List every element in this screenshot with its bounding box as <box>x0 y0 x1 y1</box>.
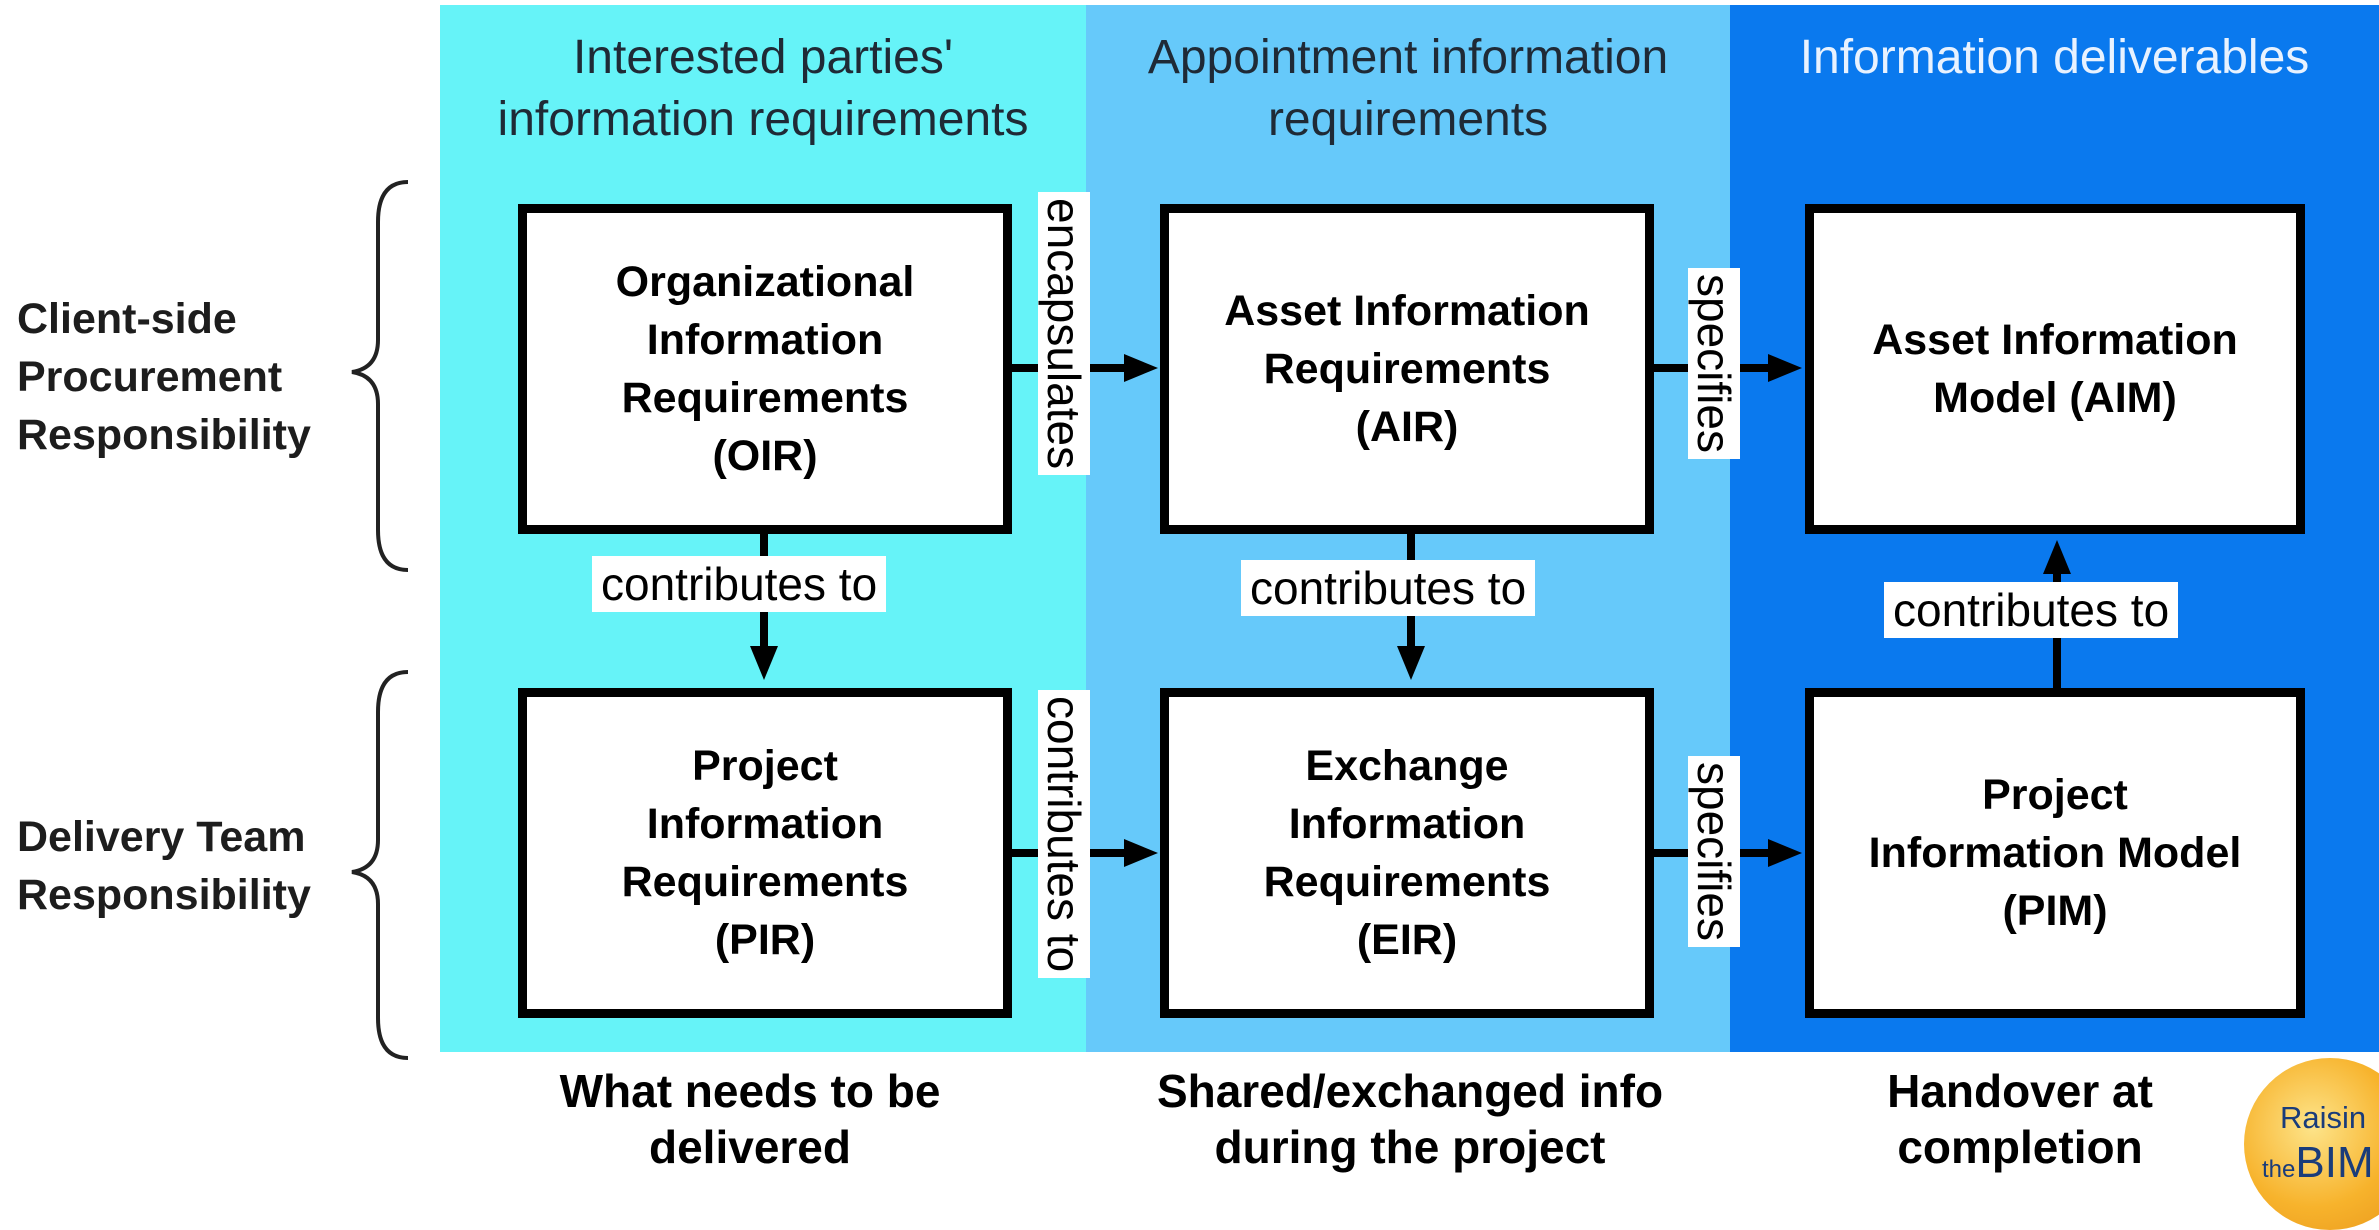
box-eir: Exchange Information Requirements (EIR) <box>1160 688 1654 1018</box>
box-air: Asset Information Requirements (AIR) <box>1160 204 1654 534</box>
box-air-label: Asset Information Requirements (AIR) <box>1224 287 1590 451</box>
label-oir-air: encapsulates <box>1038 192 1090 476</box>
logo-text-bim: BIM <box>2295 1138 2374 1187</box>
label-oir-pir: contributes to <box>592 556 887 612</box>
bracket-client <box>351 180 409 572</box>
bracket-delivery <box>351 670 409 1060</box>
box-aim-label: Asset Information Model (AIM) <box>1872 316 2238 422</box>
logo-text-line1: Raisin <box>2280 1100 2367 1135</box>
footer-col2: Shared/exchanged info during the project <box>1156 1065 1664 1173</box>
raising-the-bim-logo: Raisin theBIM <box>2244 1058 2379 1230</box>
footer-col3: Handover at completion <box>1887 1065 2153 1173</box>
box-pim: Project Information Model (PIM) <box>1805 688 2305 1018</box>
box-pir-label: Project Information Requirements (PIR) <box>621 742 909 964</box>
logo-text-small: the <box>2262 1156 2296 1183</box>
label-pir-eir: contributes to <box>1038 690 1090 979</box>
label-air-eir: contributes to <box>1241 560 1536 616</box>
box-pim-label: Project Information Model (PIM) <box>1868 771 2242 935</box>
logo-text-line2: theBIM <box>2262 1138 2374 1188</box>
box-pir: Project Information Requirements (PIR) <box>518 688 1012 1018</box>
label-eir-pim: specifies <box>1688 756 1740 947</box>
box-oir: Organizational Information Requirements … <box>518 204 1012 534</box>
column-header-deliverables: Information deliverables <box>1799 31 2310 84</box>
column-header-appointment: Appointment information requirements <box>1147 31 1669 146</box>
box-aim: Asset Information Model (AIM) <box>1805 204 2305 534</box>
row-label-client: Client-side Procurement Responsibility <box>17 295 311 459</box>
box-oir-label: Organizational Information Requirements … <box>615 258 915 480</box>
label-pim-aim: contributes to <box>1884 582 2179 638</box>
row-label-delivery: Delivery Team Responsibility <box>17 813 311 919</box>
column-header-interested: Interested parties' information requirem… <box>497 31 1029 146</box>
footer-col1: What needs to be delivered <box>559 1065 941 1173</box>
box-eir-label: Exchange Information Requirements (EIR) <box>1263 742 1551 964</box>
label-air-aim: specifies <box>1688 268 1740 459</box>
